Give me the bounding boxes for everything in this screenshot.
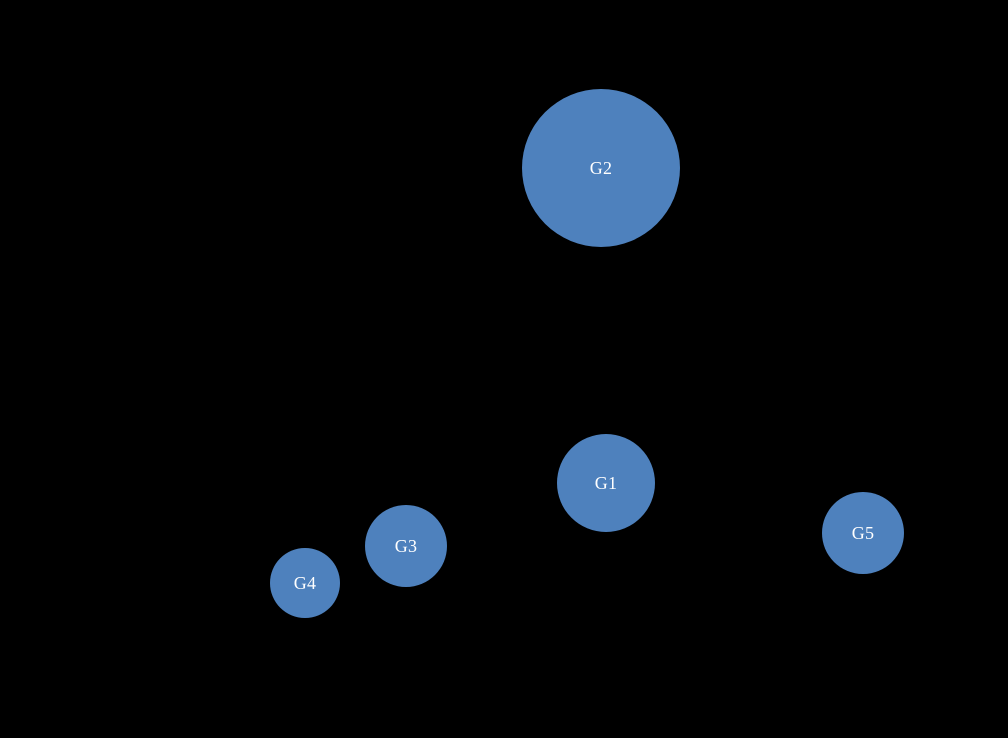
graph-node-g1[interactable]: G1: [557, 434, 655, 532]
graph-node-g3[interactable]: G3: [365, 505, 447, 587]
node-label: G1: [594, 473, 618, 493]
node-label: G2: [589, 158, 613, 178]
node-label: G4: [293, 573, 317, 593]
graph-node-g4[interactable]: G4: [270, 548, 340, 618]
graph-node-g5[interactable]: G5: [822, 492, 904, 574]
node-label: G5: [851, 523, 875, 543]
graph-node-g2[interactable]: G2: [522, 89, 680, 247]
node-label: G3: [394, 536, 418, 556]
